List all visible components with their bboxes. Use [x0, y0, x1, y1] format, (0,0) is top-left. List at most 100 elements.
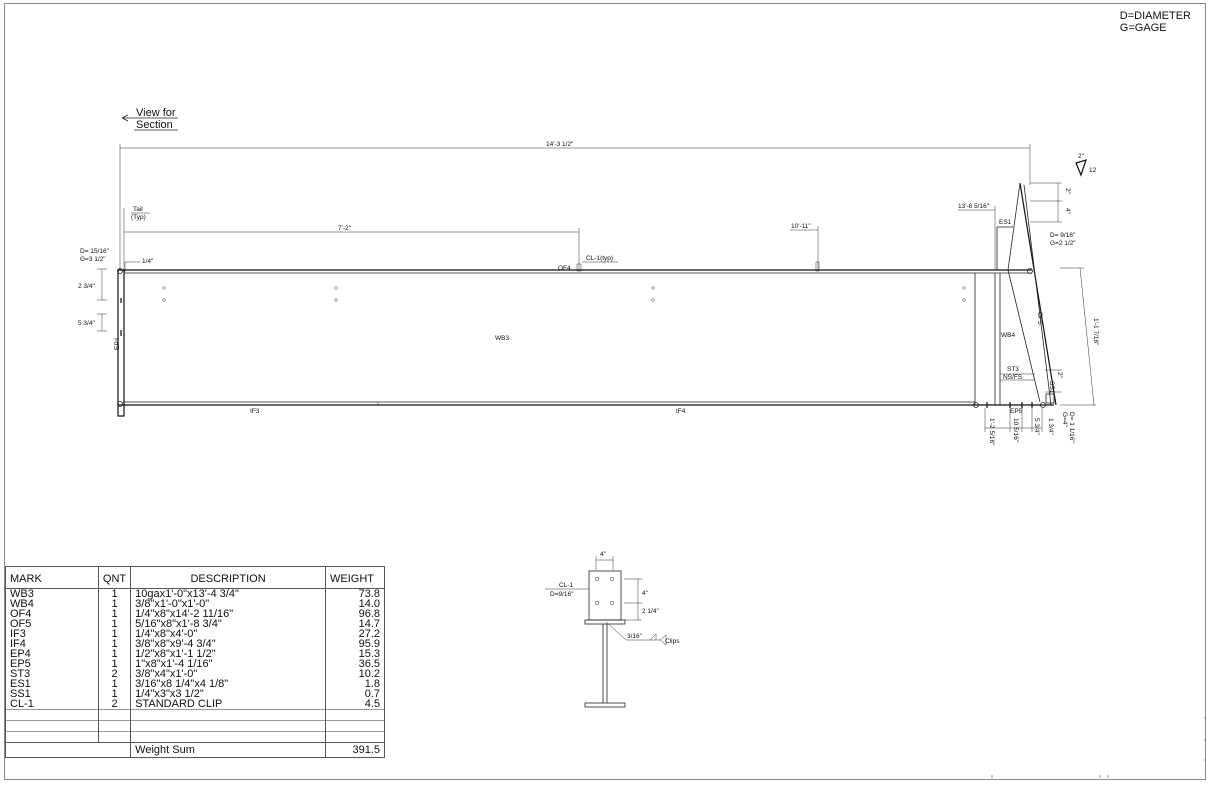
clip-h1-text: 4": [642, 590, 649, 597]
mark-of5: OF5: [1036, 312, 1043, 325]
bottom-dim-1: 1'-2 5/16": [988, 418, 995, 446]
slope-symbol: 2" 12: [1075, 153, 1097, 177]
cell-qnt: 1: [97, 619, 132, 630]
header-mark: MARK: [5, 566, 99, 589]
sheet-border: [4, 3, 1206, 780]
cell-qnt: 1: [97, 679, 132, 690]
cell-qnt: 1: [97, 689, 132, 700]
right-4-text: 4": [1064, 208, 1071, 215]
slope-rise: 2": [1078, 153, 1085, 160]
overall-length-text: 14'-3 1/2": [546, 141, 574, 148]
cell-qnt: 2: [97, 669, 132, 680]
weight-sum-label: Weight Sum: [130, 742, 326, 758]
weight-sum-value: 391.5: [325, 742, 385, 758]
overall-dimension: 14'-3 1/2": [119, 141, 1031, 270]
cell-weight: 14.0: [325, 599, 385, 610]
right-dimensions: 2" 4" D= 9/16" G=2 1/2" 1'-1 7/16" 2" D=…: [1030, 182, 1099, 443]
tail-text: Tail: [133, 206, 143, 213]
typ-text: (Typ): [131, 214, 146, 221]
cell-weight: 96.8: [325, 609, 385, 620]
cell-weight: 95.9: [325, 639, 385, 650]
clip-label: CL-1: [559, 582, 573, 589]
mark-ep4: EP4: [114, 337, 121, 350]
table-row-empty: [5, 731, 385, 743]
cell-weight: 15.3: [325, 649, 385, 660]
left-hole-diameter: D= 15/16": [80, 248, 110, 255]
cell-qnt: 1: [97, 649, 132, 660]
clip-detail: 4" 4" 2 1/4" CL-1 D=9/16" 3/16: [545, 551, 680, 708]
dim-10-11-text: 10'-11": [791, 223, 811, 230]
table-row-empty: [5, 720, 385, 732]
weld-size-text: 3/16": [627, 633, 643, 640]
cell-qnt: 1: [97, 588, 132, 599]
tail-typ-note: Tail (Typ): [123, 206, 150, 270]
left-hole-gage: G=3 1/2": [80, 256, 106, 263]
mark-if4: IF4: [676, 408, 686, 415]
bottom-hole-diameter: D= 1 1/16": [1068, 412, 1075, 443]
bottom-dim-2: 10 5/16": [1012, 418, 1019, 443]
clip-hole-diameter: D=9/16": [550, 591, 574, 598]
cell-qnt: 1: [97, 599, 132, 610]
legend: D=DIAMETER G=GAGE: [1120, 10, 1191, 34]
cell-qnt: 1: [97, 639, 132, 650]
mark-wb4: WB4: [1001, 332, 1015, 339]
cell-qnt: 1: [97, 609, 132, 620]
dim-7-2-text: 7'-2": [338, 225, 352, 232]
mark-if3: IF3: [250, 408, 260, 415]
cell-qnt: 2: [97, 699, 132, 710]
cl-typ-text: CL-1(typ): [586, 255, 613, 262]
right-hole-gage: G=2 1/2": [1050, 240, 1076, 247]
legend-gage: G=GAGE: [1119, 22, 1167, 34]
small-2-text: 2": [1056, 372, 1063, 379]
header-qnt: QNT: [97, 566, 132, 589]
cell-weight: 1.8: [325, 679, 385, 690]
left-vert-dim-1: 2 3/4": [78, 283, 95, 290]
cell-weight: 4.5: [325, 699, 385, 710]
weight-sum-row: Weight Sum 391.5: [4, 742, 385, 758]
dimension-7-2: 7'-2": [124, 225, 580, 270]
mark-ep5: EP5: [1010, 408, 1023, 415]
header-description: DESCRIPTION: [130, 566, 326, 589]
clip-width-text: 4": [600, 551, 607, 558]
mark-wb3: WB3: [495, 335, 509, 342]
clip-h2-text: 2 1/4": [642, 608, 659, 615]
slope-run: 12: [1089, 167, 1097, 174]
left-vert-dim-2: 5 3/4": [78, 320, 95, 327]
cell-weight: 10.2: [325, 669, 385, 680]
table-header-row: MARK QNT DESCRIPTION WEIGHT: [5, 566, 385, 589]
border-ticks: [991, 717, 1206, 778]
bottom-dim-3: 5 3/4": [1033, 418, 1040, 435]
cell-qnt: 1: [97, 659, 132, 670]
mark-es1: ES1: [999, 219, 1012, 226]
cell-weight: 27.2: [325, 629, 385, 640]
cell-weight: 0.7: [325, 689, 385, 700]
bottom-hole-gage: G=4": [1061, 412, 1068, 427]
legend-diameter: D=DIAMETER: [1119, 10, 1191, 22]
mark-ss1: SS1: [1048, 381, 1055, 394]
table-row-empty: [5, 709, 385, 721]
dimension-13-8: 13'-8 5/16": [958, 203, 996, 270]
right-hole-diameter: D= 9/16": [1050, 232, 1076, 239]
view-for-section: View for Section: [121, 107, 178, 131]
section-label: Section: [136, 119, 173, 131]
right-height-text: 1'-1 7/16": [1092, 318, 1099, 346]
mark-st3: ST3: [1007, 366, 1019, 373]
right-2-text: 2": [1064, 188, 1071, 195]
clips-text: Clips: [665, 638, 680, 645]
dim-13-8-text: 13'-8 5/16": [958, 203, 990, 210]
header-weight: WEIGHT: [325, 566, 385, 589]
cl-typ-callout: CL-1(typ) OF4: [558, 255, 820, 272]
